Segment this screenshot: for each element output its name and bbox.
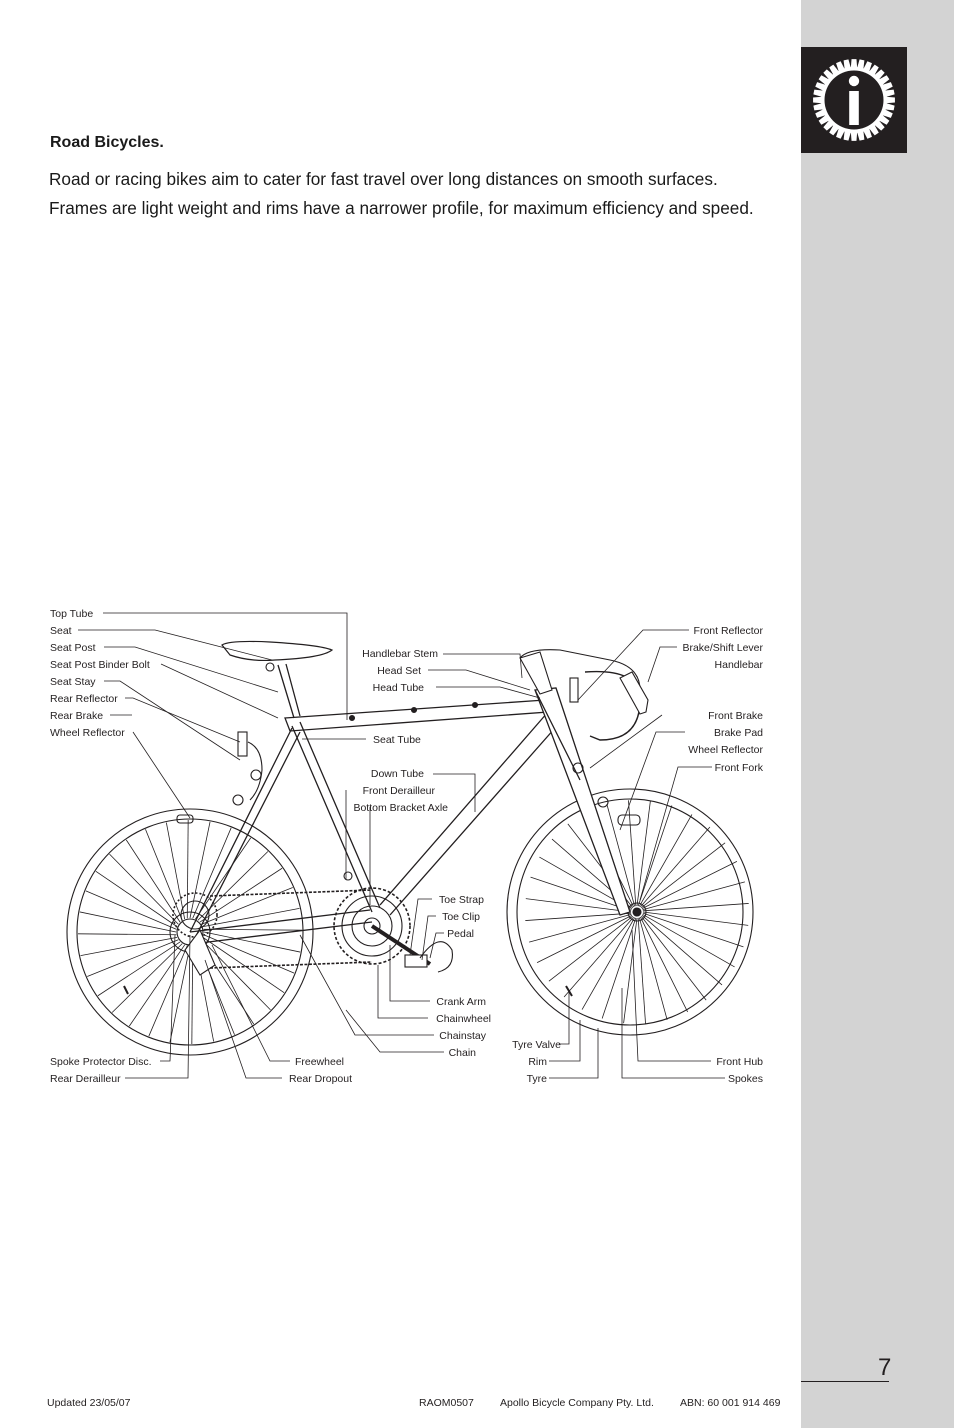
label-spokes: Spokes xyxy=(728,1073,763,1085)
label-brake-shift-lever: Brake/Shift Lever xyxy=(682,642,763,654)
label-head-tube: Head Tube xyxy=(373,682,425,694)
footer-abn: ABN: 60 001 914 469 xyxy=(680,1397,781,1409)
front-wheel xyxy=(506,788,754,1036)
label-handlebar: Handlebar xyxy=(715,659,764,671)
label-chain: Chain xyxy=(449,1047,477,1059)
intro-paragraph: Road or racing bikes aim to cater for fa… xyxy=(49,169,754,218)
page-number: 7 xyxy=(878,1354,892,1381)
label-chainwheel: Chainwheel xyxy=(436,1013,491,1025)
section-heading: Road Bicycles. xyxy=(50,134,164,151)
seat-drawing xyxy=(221,640,334,662)
label-seat: Seat xyxy=(50,625,72,637)
label-toe-clip: Toe Clip xyxy=(442,911,480,923)
label-crank-arm: Crank Arm xyxy=(436,996,486,1008)
label-rear-reflector: Rear Reflector xyxy=(50,693,118,705)
label-wheel-reflector-rear: Wheel Reflector xyxy=(50,727,125,739)
chainwheel-drawing xyxy=(333,887,453,973)
label-bottom-bracket-axle: Bottom Bracket Axle xyxy=(353,802,448,814)
label-pedal: Pedal xyxy=(447,928,474,940)
label-down-tube: Down Tube xyxy=(371,768,424,780)
label-rear-brake: Rear Brake xyxy=(50,710,103,722)
label-front-derailleur: Front Derailleur xyxy=(363,785,436,797)
frame xyxy=(189,663,631,945)
label-seat-post: Seat Post xyxy=(50,642,96,654)
label-chainstay: Chainstay xyxy=(439,1030,486,1042)
label-brake-pad: Brake Pad xyxy=(714,727,763,739)
label-rear-derailleur: Rear Derailleur xyxy=(50,1073,121,1085)
label-front-reflector: Front Reflector xyxy=(694,625,764,637)
label-front-brake: Front Brake xyxy=(708,710,763,722)
footer-doc-code: RAOM0507 xyxy=(419,1397,474,1409)
label-head-set: Head Set xyxy=(377,665,421,677)
info-gear-icon xyxy=(801,47,907,153)
bicycle-diagram: Top Tube Seat Seat Post Seat Post Binder… xyxy=(0,590,800,1100)
label-toe-strap: Toe Strap xyxy=(439,894,484,906)
label-tyre: Tyre xyxy=(527,1073,548,1085)
footer-updated: Updated 23/05/07 xyxy=(47,1397,131,1409)
label-freewheel: Freewheel xyxy=(295,1056,344,1068)
label-wheel-reflector-front: Wheel Reflector xyxy=(688,744,763,756)
label-front-fork: Front Fork xyxy=(715,762,764,774)
label-seat-stay: Seat Stay xyxy=(50,676,96,688)
freewheel-drawing xyxy=(172,892,218,976)
label-rear-dropout: Rear Dropout xyxy=(289,1073,352,1085)
label-handlebar-stem: Handlebar Stem xyxy=(362,648,438,660)
label-front-hub: Front Hub xyxy=(716,1056,763,1068)
page-number-rule xyxy=(801,1381,889,1382)
label-spoke-protector-disc: Spoke Protector Disc. xyxy=(50,1056,152,1068)
right-sidebar-band xyxy=(801,0,954,1428)
footer-company: Apollo Bicycle Company Pty. Ltd. xyxy=(500,1397,654,1409)
label-seat-post-binder-bolt: Seat Post Binder Bolt xyxy=(50,659,150,671)
label-top-tube: Top Tube xyxy=(50,608,93,620)
label-tyre-valve: Tyre Valve xyxy=(512,1039,561,1051)
label-seat-tube: Seat Tube xyxy=(373,734,421,746)
label-rim: Rim xyxy=(528,1056,547,1068)
